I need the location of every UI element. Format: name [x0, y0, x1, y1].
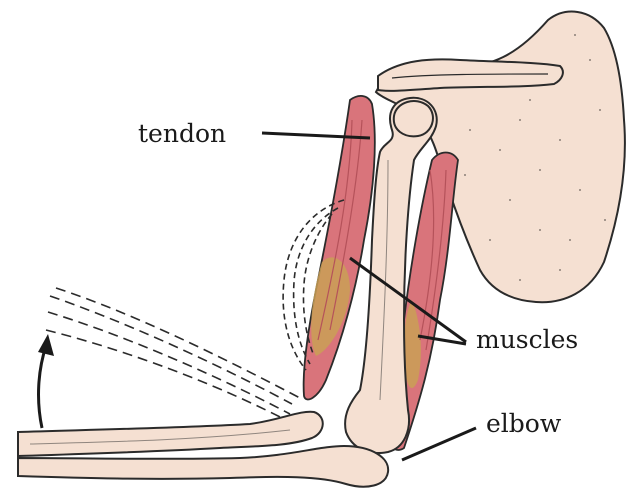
- raised-forearm-outline: [46, 288, 300, 420]
- forearm-bones: [18, 412, 388, 487]
- elbow-leader: [402, 428, 476, 460]
- biceps-muscle: [304, 96, 375, 400]
- muscles-label: muscles: [476, 325, 578, 354]
- tendon-label: tendon: [138, 119, 226, 148]
- elbow-label: elbow: [486, 409, 562, 438]
- arrow-curved-up-icon: [38, 334, 54, 428]
